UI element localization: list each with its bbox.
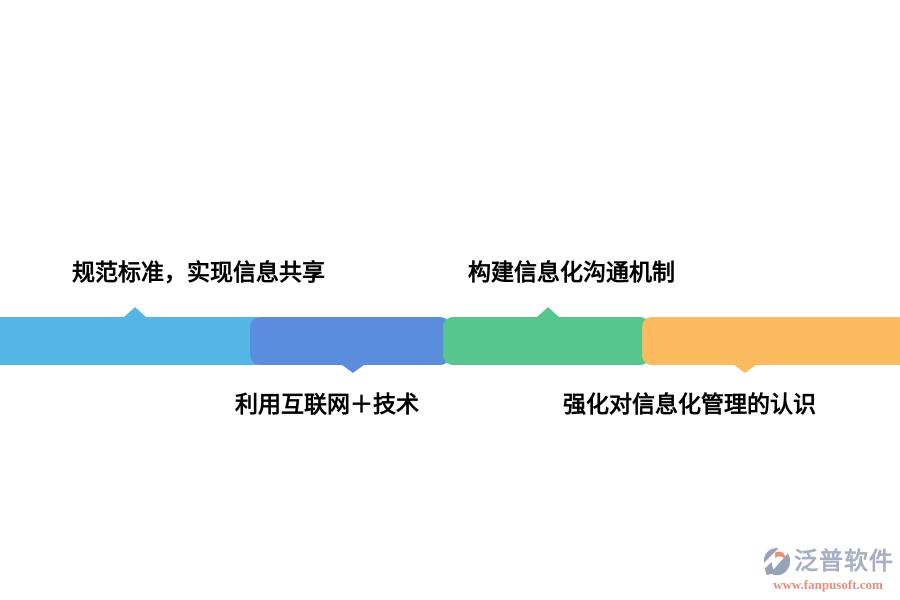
bar-segment-2 [250,317,450,365]
watermark-url-text: www.fanpusoft.com [773,577,883,592]
label-segment-2: 利用互联网＋技术 [235,391,419,417]
bar-segment-4 [642,317,900,365]
fanpu-logo-icon [762,546,791,576]
pointer-down-segment-2 [342,365,364,373]
pointer-down-segment-4 [734,365,756,373]
watermark-brand-text: 泛普软件 [794,548,894,575]
bar-segment-3 [443,317,650,365]
watermark: 泛普软件 www.fanpusoft.com [762,546,894,592]
label-segment-4: 强化对信息化管理的认识 [563,391,816,417]
label-segment-1: 规范标准，实现信息共享 [72,259,325,285]
bar-segment-1 [0,317,258,365]
pointer-up-segment-3 [537,307,559,317]
label-segment-3: 构建信息化沟通机制 [468,259,675,285]
pointer-up-segment-1 [124,307,146,317]
